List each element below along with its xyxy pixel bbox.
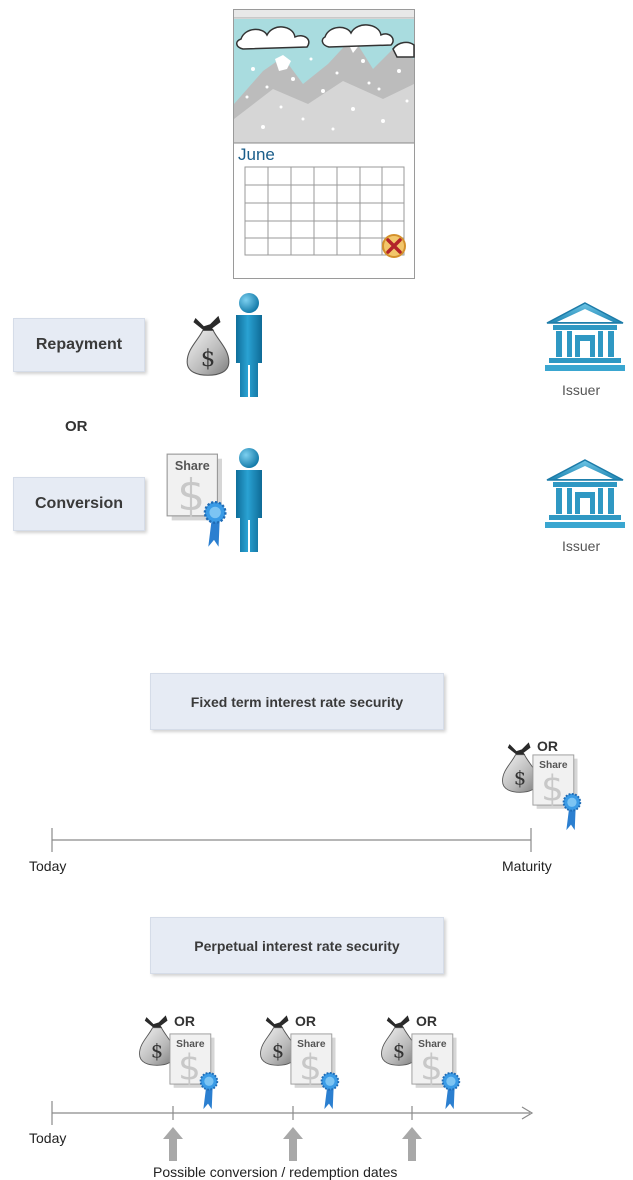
option-icon-group: OR <box>136 1008 226 1108</box>
maturity-label: Maturity <box>502 858 552 874</box>
today-label: Today <box>29 858 67 874</box>
issuer-label: Issuer <box>562 382 601 398</box>
up-arrow-icon <box>402 1127 422 1161</box>
money-bag-icon <box>183 308 233 380</box>
share-certificate-icon <box>163 453 233 549</box>
date-cross-mark-icon <box>382 234 406 258</box>
fixed-term-title-box: Fixed term interest rate security <box>150 673 444 730</box>
calendar: June <box>233 9 415 279</box>
investor-person-icon <box>232 448 266 552</box>
calendar-graphic <box>233 9 415 279</box>
or-label: OR <box>174 1013 195 1029</box>
up-arrow-icon <box>283 1127 303 1161</box>
fixed-term-title: Fixed term interest rate security <box>190 693 404 710</box>
or-label: OR <box>295 1013 316 1029</box>
issuer-building-icon <box>545 458 625 530</box>
perpetual-timeline <box>51 1101 534 1125</box>
repayment-label: Repayment <box>35 336 123 353</box>
conversion-label: Conversion <box>34 495 123 512</box>
possible-dates-label: Possible conversion / redemption dates <box>153 1164 398 1180</box>
share-certificate-icon <box>532 754 584 832</box>
option-icon-group: OR <box>257 1008 347 1108</box>
conversion-box: Conversion <box>13 477 145 531</box>
perpetual-title: Perpetual interest rate security <box>194 937 400 954</box>
issuer-label: Issuer <box>562 538 601 554</box>
repayment-box: Repayment <box>13 318 145 372</box>
fixed-term-timeline <box>51 828 532 852</box>
calendar-winter-picture <box>234 19 415 143</box>
or-label: OR <box>537 738 558 754</box>
calendar-grid <box>244 166 405 256</box>
perpetual-title-box: Perpetual interest rate security <box>150 917 444 974</box>
up-arrow-icon <box>163 1127 183 1161</box>
or-label: OR <box>65 418 88 435</box>
option-icon-group: OR <box>378 1008 468 1108</box>
investor-person-icon <box>232 293 266 397</box>
today-label: Today <box>29 1130 67 1146</box>
calendar-month: June <box>238 145 275 164</box>
or-label: OR <box>416 1013 437 1029</box>
issuer-building-icon <box>545 301 625 373</box>
